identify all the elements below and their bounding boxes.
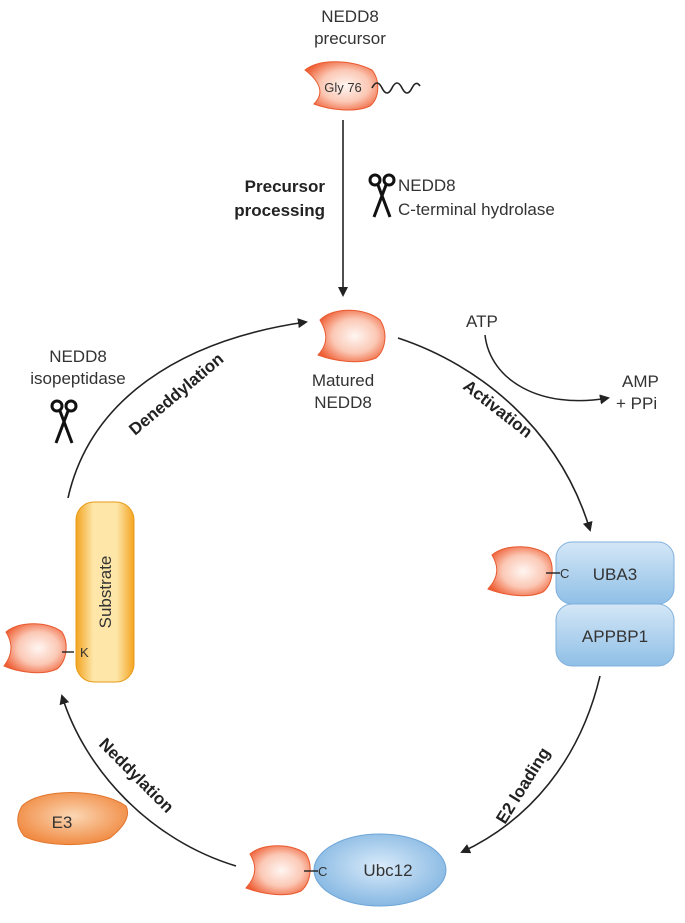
scissors-icon-isopeptidase bbox=[50, 399, 78, 444]
e2-loading-label: E2 loading bbox=[492, 744, 554, 827]
matured-label-line2: NEDD8 bbox=[314, 393, 372, 412]
appbp1-label: APPBP1 bbox=[582, 627, 648, 646]
hydrolase-label-line2: C-terminal hydrolase bbox=[398, 200, 555, 219]
e2-loading-arrow bbox=[460, 675, 601, 854]
hydrolase-label-line1: NEDD8 bbox=[398, 176, 456, 195]
activation-arrow bbox=[397, 337, 593, 532]
precursor-label-line1: NEDD8 bbox=[321, 7, 379, 26]
processing-step-line1: Precursor bbox=[245, 177, 326, 196]
e1-link-label: C bbox=[560, 566, 569, 581]
isopeptidase-label-line2: isopeptidase bbox=[30, 369, 125, 388]
uba3-label: UBA3 bbox=[593, 565, 637, 584]
processing-step-line2: processing bbox=[234, 201, 325, 220]
substrate-box bbox=[75, 501, 135, 683]
ubc12-shape bbox=[313, 833, 447, 907]
precursor-label-line2: precursor bbox=[314, 29, 386, 48]
precursor-tail bbox=[371, 82, 421, 94]
matured-label-line1: Matured bbox=[312, 371, 374, 390]
appbp1-box bbox=[555, 603, 675, 667]
gly76-label: Gly 76 bbox=[324, 80, 362, 95]
atp-side-arrow bbox=[484, 334, 610, 405]
e2-link-label: C bbox=[318, 864, 327, 879]
activation-label: Activation bbox=[460, 376, 536, 442]
isopeptidase-label-line1: NEDD8 bbox=[49, 347, 107, 366]
amp-label: AMP bbox=[622, 372, 659, 391]
ppi-label: + PPi bbox=[616, 394, 657, 413]
neddylation-arrow bbox=[59, 694, 237, 867]
scissors-icon bbox=[368, 173, 396, 218]
nedd8-matured-shape bbox=[317, 309, 386, 363]
e3-shape bbox=[17, 792, 128, 845]
ubc12-label: Ubc12 bbox=[363, 861, 412, 880]
substrate-label: Substrate bbox=[96, 556, 115, 629]
nedd8-on-e1-shape bbox=[487, 546, 553, 597]
atp-label: ATP bbox=[466, 312, 498, 331]
deneddylation-arrow bbox=[67, 318, 308, 499]
nedd8-precursor-shape bbox=[304, 61, 379, 111]
e3-label: E3 bbox=[52, 813, 73, 832]
substrate-link-label: K bbox=[80, 645, 89, 660]
nedd8-on-substrate-shape bbox=[3, 623, 67, 674]
nedd8-on-e2-shape bbox=[245, 845, 311, 896]
